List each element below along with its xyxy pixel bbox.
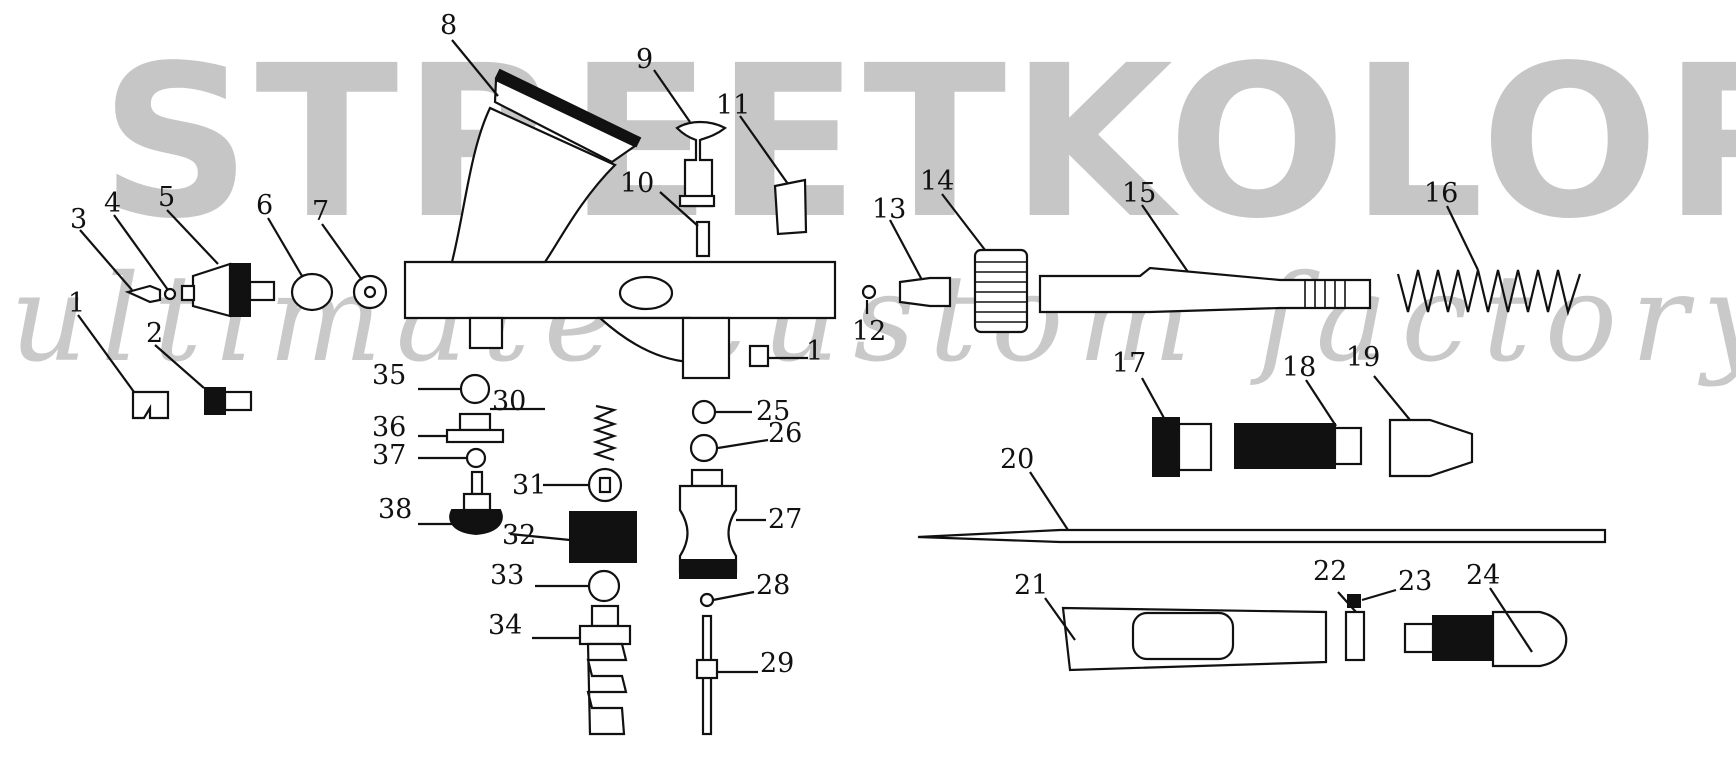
part-14-nut <box>973 248 1029 334</box>
part-34-hose-connector <box>578 604 632 736</box>
part-21-handle <box>1061 606 1328 672</box>
part-8-cup-lid <box>493 68 642 164</box>
label-2: 2 <box>146 318 163 349</box>
part-20-needle <box>917 528 1607 544</box>
parts <box>124 68 1607 736</box>
label-32: 32 <box>502 520 536 551</box>
part-18-adjuster <box>1234 423 1363 469</box>
part-33-ring <box>587 569 621 603</box>
part-36-fitting <box>445 412 505 444</box>
label-7: 7 <box>312 196 329 227</box>
part-23-screw <box>1347 594 1361 608</box>
label-31: 31 <box>512 470 546 501</box>
label-11: 11 <box>716 90 750 121</box>
label-1: 1 <box>68 288 85 319</box>
part-32-grip <box>569 511 637 563</box>
part-16-spring <box>1396 269 1582 317</box>
part-15-tube <box>1038 266 1372 314</box>
part-31-clip <box>587 467 623 503</box>
label-30: 30 <box>492 386 526 417</box>
label-10: 10 <box>620 168 654 199</box>
label-35: 35 <box>372 360 406 391</box>
label-lower-1: 1 <box>806 336 823 367</box>
part-26-ring <box>689 433 719 463</box>
label-9: 9 <box>636 44 653 75</box>
watermark: STREETKOLOR ultimate custom factory <box>10 20 1736 389</box>
label-3: 3 <box>70 204 87 235</box>
label-33: 33 <box>490 560 524 591</box>
label-8: 8 <box>440 10 457 41</box>
part-4-ring <box>163 287 177 301</box>
label-17: 17 <box>1112 348 1146 379</box>
part-1-small-screw <box>748 344 770 368</box>
label-18: 18 <box>1282 352 1316 383</box>
label-37: 37 <box>372 440 406 471</box>
label-6: 6 <box>256 190 273 221</box>
labels: 1 2 3 4 5 6 7 8 9 10 11 12 13 14 15 16 1… <box>68 10 1500 679</box>
part-9-trigger <box>675 120 727 208</box>
part-37-washer <box>465 447 487 469</box>
label-28: 28 <box>756 570 790 601</box>
label-14: 14 <box>920 166 954 197</box>
watermark-tagline: ultimate custom factory <box>10 250 1736 389</box>
label-12: 12 <box>852 316 886 347</box>
label-34: 34 <box>488 610 522 641</box>
label-21: 21 <box>1014 570 1048 601</box>
part-7-washer <box>352 274 388 310</box>
part-12-washer <box>861 284 877 300</box>
part-22-pin <box>1344 610 1366 662</box>
part-29-stem <box>695 614 719 736</box>
label-15: 15 <box>1122 178 1156 209</box>
part-27-valve <box>678 468 738 579</box>
part-3-nozzle <box>124 284 162 304</box>
part-19-cap <box>1388 418 1474 478</box>
label-20: 20 <box>1000 444 1034 475</box>
label-26: 26 <box>768 418 802 449</box>
label-4: 4 <box>104 188 121 219</box>
part-30-spring <box>592 404 618 462</box>
label-36: 36 <box>372 412 406 443</box>
label-5: 5 <box>158 182 175 213</box>
part-38-valve <box>449 470 503 536</box>
airbrush-body <box>403 106 837 380</box>
part-5-head <box>180 262 276 318</box>
part-11-cap <box>773 178 808 236</box>
label-25: 25 <box>756 396 790 427</box>
label-23: 23 <box>1398 566 1432 597</box>
part-24-cap <box>1403 610 1568 668</box>
label-24: 24 <box>1466 560 1500 591</box>
part-17-guide <box>1152 417 1213 477</box>
label-38: 38 <box>378 494 412 525</box>
part-2-fitting <box>204 387 253 415</box>
part-28-ring <box>699 592 715 608</box>
part-13-guide <box>898 276 952 308</box>
part-25-ring <box>691 399 717 425</box>
part-1-nozzle-cap <box>131 390 170 420</box>
label-29: 29 <box>760 648 794 679</box>
label-16: 16 <box>1424 178 1458 209</box>
label-19: 19 <box>1346 342 1380 373</box>
part-10-pin <box>695 220 711 258</box>
part-6-ring <box>290 272 334 312</box>
part-35-ring <box>459 373 491 405</box>
leader-lines <box>77 39 1533 674</box>
label-22: 22 <box>1313 556 1347 587</box>
label-13: 13 <box>872 194 906 225</box>
watermark-brand: STREETKOLOR <box>100 20 1736 265</box>
label-27: 27 <box>768 504 802 535</box>
